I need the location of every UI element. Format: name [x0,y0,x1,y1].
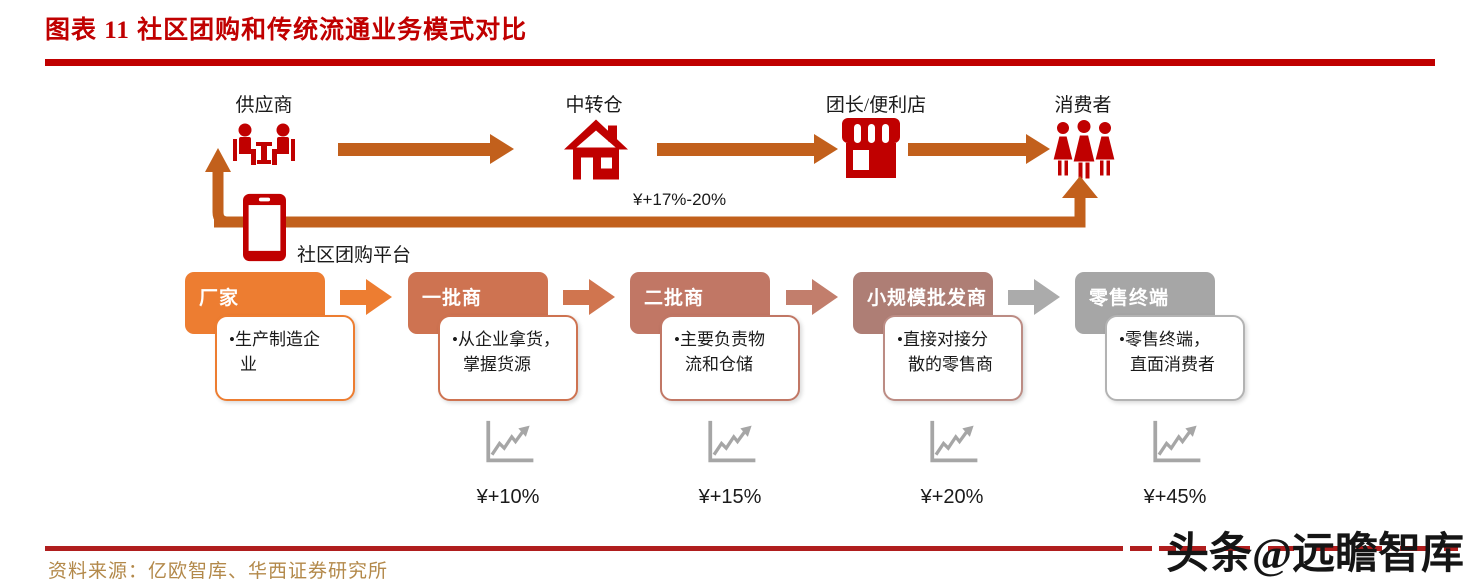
growth-chart-icon [708,420,756,463]
stage-desc-box-tier2: •主要负责物 流和仓储 [660,315,800,401]
warehouse-icon [564,119,628,180]
stage-desc: •直接对接分 散的零售商 [897,330,993,374]
margin-label-tier2: ¥+15% [698,486,762,508]
arrow-shaft [657,142,814,156]
stage-arrow-3 [786,279,838,315]
node-label-supplier: 供应商 [235,95,293,116]
source-note: 资料来源：亿欧智库、华西证券研究所 [48,561,389,582]
node-label-warehouse: 中转仓 [565,95,623,116]
meeting-icon [233,123,295,165]
flow-arrow-store-to-consumer [908,134,1050,164]
smartphone-icon [243,193,286,262]
stage-desc: •主要负责物 流和仓储 [674,330,765,374]
flow-arrow-warehouse-to-store [657,134,838,164]
growth-chart-icon [486,420,534,463]
footer-rule-dashed-segment [1180,546,1458,551]
node-label-leader-store: 团长/便利店 [825,95,927,116]
figure-title: 图表 11 社区团购和传统流通业务模式对比 [45,17,528,44]
margin-label-tier1: ¥+10% [476,486,540,508]
footer-rule [45,546,1123,551]
stage-arrow-4 [1008,279,1060,315]
arrow-head [1026,134,1050,164]
consumers-icon [1052,119,1116,180]
growth-chart-icon [930,420,978,463]
platform-margin-label: ¥+17%-20% [633,190,727,209]
node-label-consumer: 消费者 [1054,95,1112,116]
stage-desc: •零售终端， 直面消费者 [1119,330,1215,374]
margin-label-small-wholesaler: ¥+20% [920,486,984,508]
storefront-icon [842,118,900,178]
arrow-head [490,134,514,164]
watermark-text: 头条@远瞻智库 [1166,531,1464,578]
arrow-head [814,134,838,164]
stage-desc-box-retail-terminal: •零售终端， 直面消费者 [1105,315,1245,401]
stage-desc-box-small-wholesaler: •直接对接分 散的零售商 [883,315,1023,401]
arrow-shaft [908,142,1026,156]
footer-rule-dash [1130,546,1152,551]
stage-arrow-1 [340,279,392,315]
platform-label: 社区团购平台 [297,245,412,266]
flow-arrow-supplier-to-warehouse [338,134,514,164]
stage-arrow-2 [563,279,615,315]
growth-chart-icon [1153,420,1201,463]
arrow-shaft [338,142,490,156]
title-rule [45,59,1435,66]
stage-desc: •生产制造企 业 [229,330,320,374]
stage-desc-box-tier1: •从企业拿货， 掌握货源 [438,315,578,401]
margin-label-retail-terminal: ¥+45% [1143,486,1207,508]
footer-rule-dash [1159,546,1176,551]
stage-desc-box-factory: •生产制造企 业 [215,315,355,401]
platform-connector-arrows [205,148,1098,228]
stage-desc: •从企业拿货， 掌握货源 [452,330,560,374]
